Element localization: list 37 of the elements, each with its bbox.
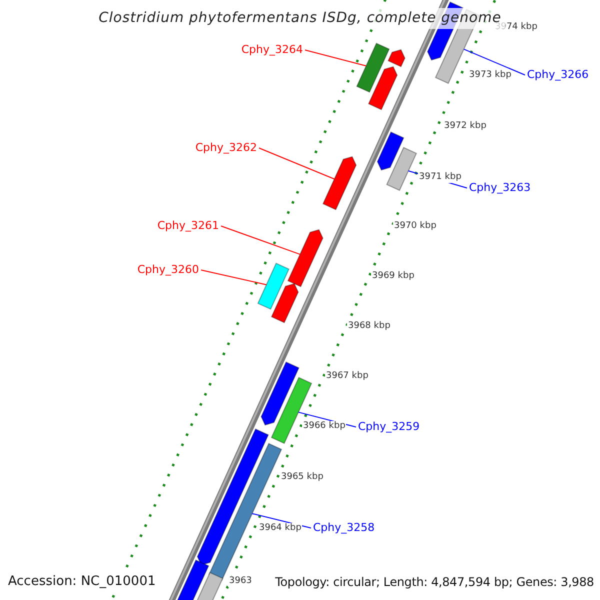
gene-label: Cphy_3266 bbox=[527, 68, 589, 82]
gene-bar bbox=[270, 283, 299, 324]
gene-label: Cphy_3260 bbox=[137, 263, 199, 276]
leader-line bbox=[258, 148, 335, 180]
gene-bar bbox=[322, 156, 357, 210]
gene-bar bbox=[386, 146, 418, 191]
genome-summary-text: Topology: circular; Length: 4,847,594 bp; Genes: 3,988 bbox=[275, 575, 594, 590]
gene-label: Cphy_3259 bbox=[358, 420, 420, 434]
gene-bar bbox=[260, 361, 300, 426]
gene-bar bbox=[176, 559, 210, 600]
scale-label: 3964 kbp bbox=[258, 523, 302, 534]
scale-label: 3966 kbp bbox=[302, 421, 346, 432]
leader-line bbox=[200, 270, 267, 286]
gene-label: Cphy_3264 bbox=[241, 43, 303, 56]
scale-label: 3973 kbp bbox=[468, 70, 512, 81]
leader-line bbox=[304, 50, 367, 66]
scale-label: 3963 bbox=[228, 576, 253, 587]
leader-line bbox=[220, 226, 300, 255]
gene-bar bbox=[376, 131, 404, 171]
gene-bar bbox=[287, 229, 324, 288]
gene-label: Cphy_3261 bbox=[157, 219, 219, 232]
gene-bar bbox=[356, 42, 390, 93]
scale-label: 3965 kbp bbox=[280, 472, 324, 483]
leader-line bbox=[463, 48, 526, 76]
scale-label: 3969 kbp bbox=[371, 271, 416, 282]
gene-label: Cphy_3262 bbox=[195, 141, 257, 154]
scale-label: 3968 kbp bbox=[347, 321, 392, 332]
gene-bar bbox=[388, 49, 406, 68]
scale-label: 3972 kbp bbox=[443, 121, 488, 132]
scale-label: 3971 kbp bbox=[418, 172, 462, 183]
scale-label: 3970 kbp bbox=[393, 221, 438, 232]
gene-bar bbox=[257, 262, 290, 310]
gene-label: Cphy_3258 bbox=[313, 521, 375, 534]
gene-bar bbox=[368, 66, 398, 110]
gene-label: Cphy_3263 bbox=[469, 181, 531, 194]
scale-label: 3967 kbp bbox=[325, 371, 370, 382]
accession-text: Accession: NC_010001 bbox=[8, 574, 156, 590]
